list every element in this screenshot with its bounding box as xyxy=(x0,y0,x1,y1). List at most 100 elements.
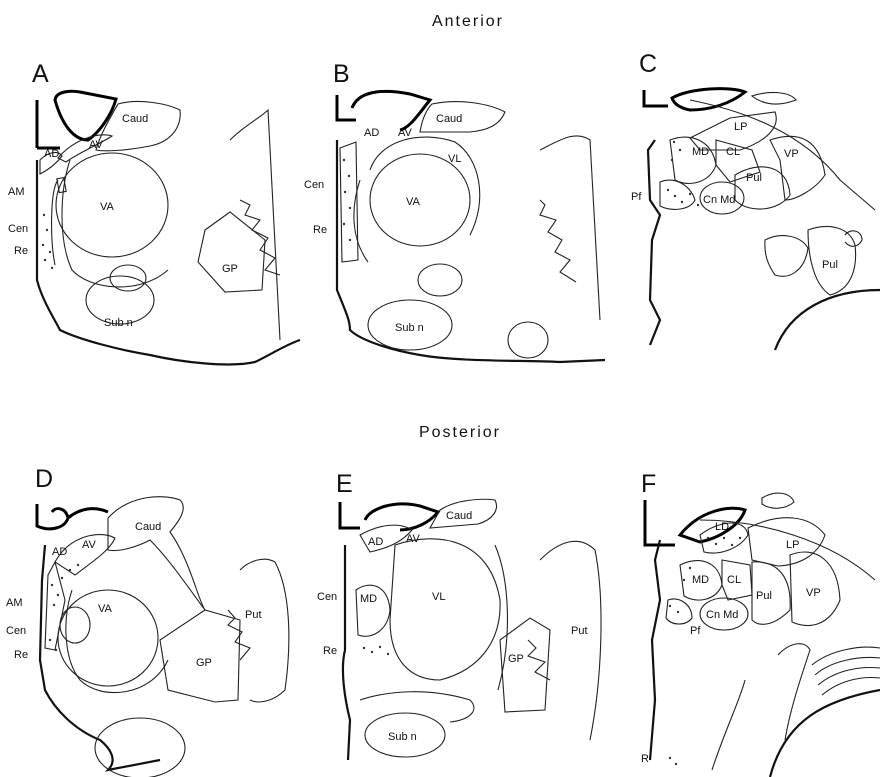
lateral-curve-b xyxy=(540,136,600,320)
region-vl-e xyxy=(390,539,500,680)
heading-posterior: Posterior xyxy=(419,424,501,441)
jagged-edge-b xyxy=(540,200,576,282)
label-put-e: Put xyxy=(571,625,588,637)
outer-boundary-d xyxy=(40,545,160,770)
label-cl-f: CL xyxy=(727,574,741,586)
region-va-b xyxy=(370,154,470,246)
label-cen-b: Cen xyxy=(304,179,324,191)
label-ad-d: AD xyxy=(52,546,67,558)
label-va-a: VA xyxy=(100,201,115,213)
dots-f xyxy=(669,537,741,765)
panel-f: F LD LP MD CL Pul VP Cn Md Pf R xyxy=(641,470,880,777)
heading-anterior: Anterior xyxy=(432,13,504,30)
panel-d: D Caud AD AV AM VA Put Cen Re GP xyxy=(6,465,289,777)
region-caud-b xyxy=(420,102,505,132)
label-lp-f: LP xyxy=(786,539,799,551)
panel-letter-a: A xyxy=(32,60,49,88)
region-md-c xyxy=(670,137,716,183)
hippocampus-curves-f xyxy=(812,647,880,695)
label-pul-f: Pul xyxy=(756,590,772,602)
dots-b xyxy=(343,159,351,241)
label-md-f: MD xyxy=(692,574,709,586)
region-small-b xyxy=(418,264,462,296)
outer-boundary-c xyxy=(648,140,660,345)
label-gp-e: GP xyxy=(508,653,524,665)
label-av-e: AV xyxy=(406,533,421,545)
label-vl-b: VL xyxy=(448,153,461,165)
outer-boundary-b xyxy=(337,140,605,362)
label-re-b: Re xyxy=(313,224,327,236)
label-r-f: R xyxy=(641,753,649,765)
lower-curve-f xyxy=(712,680,745,770)
small-structure-c xyxy=(752,93,796,105)
label-ad-e: AD xyxy=(368,536,383,548)
label-pul2-c: Pul xyxy=(822,259,838,271)
outer-boundary-a xyxy=(37,160,300,364)
region-caud-a xyxy=(96,102,180,151)
panel-e: E Caud AD AV Cen MD VL Put Re GP Sub n xyxy=(317,470,601,760)
panel-letter-b: B xyxy=(333,60,350,88)
label-va-b: VA xyxy=(406,196,421,208)
label-subn-b: Sub n xyxy=(395,322,424,334)
label-caud-d: Caud xyxy=(135,521,161,533)
region-round-c xyxy=(765,236,808,277)
label-av-d: AV xyxy=(82,539,97,551)
label-vl-e: VL xyxy=(432,591,445,603)
label-cnmd-f: Cn Md xyxy=(706,609,738,621)
outer-boundary-e xyxy=(343,545,350,760)
ventricle-outline-d xyxy=(37,504,68,529)
label-av-b: AV xyxy=(398,127,413,139)
region-vl-b xyxy=(370,137,480,235)
caudate-ventricle-c xyxy=(672,89,745,110)
label-cl-c: CL xyxy=(726,146,740,158)
dots-e xyxy=(363,646,389,655)
label-ad-b: AD xyxy=(364,127,379,139)
caudate-ventricle-f xyxy=(680,508,745,542)
region-av-a xyxy=(58,135,112,162)
label-cen-d: Cen xyxy=(6,625,26,637)
stippled-strip-d xyxy=(45,562,65,650)
panel-letter-c: C xyxy=(639,50,657,78)
label-subn-a: Sub n xyxy=(104,317,133,329)
label-am-d: AM xyxy=(6,597,23,609)
label-re-a: Re xyxy=(14,245,28,257)
region-rim-e xyxy=(495,545,507,690)
inner-curve-b xyxy=(354,180,368,262)
label-caud-e: Caud xyxy=(446,510,472,522)
caudate-ventricle-a xyxy=(55,91,116,140)
region-small-d xyxy=(60,607,90,643)
label-ld-f: LD xyxy=(715,521,729,533)
label-caud-b: Caud xyxy=(436,113,462,125)
label-vp-c: VP xyxy=(784,148,799,160)
ventricle-outline-e xyxy=(340,502,360,528)
lateral-curve-a xyxy=(230,110,280,340)
region-round-b xyxy=(508,322,548,358)
jagged-edge-a xyxy=(240,200,280,275)
outer-ring-va-a xyxy=(62,160,168,287)
label-md-c: MD xyxy=(692,146,709,158)
label-md-e: MD xyxy=(360,593,377,605)
panel-a: A Caud AD AV AM VA Cen Re GP Sub n xyxy=(8,60,300,364)
label-gp-d: GP xyxy=(196,657,212,669)
region-gp-a xyxy=(198,212,265,292)
outer-boundary-f xyxy=(650,540,660,760)
lower-curve-e xyxy=(360,692,474,722)
panel-letter-f: F xyxy=(641,470,656,498)
label-am-a: AM xyxy=(8,186,25,198)
lower-boundary-c xyxy=(775,290,880,350)
label-re-e: Re xyxy=(323,645,337,657)
label-va-d: VA xyxy=(98,603,113,615)
label-subn-e: Sub n xyxy=(388,731,417,743)
ventricle-outline-f xyxy=(645,500,675,545)
label-gp-a: GP xyxy=(222,263,238,275)
panel-b: B Caud AD AV VL Cen VA Re Sub n xyxy=(304,60,605,362)
panel-letter-d: D xyxy=(35,465,53,493)
label-pul-c: Pul xyxy=(746,172,762,184)
label-caud-a: Caud xyxy=(122,113,148,125)
region-vp-c xyxy=(770,136,825,200)
label-pf-c: Pf xyxy=(631,191,642,203)
lower-curve2-f xyxy=(778,644,810,740)
region-put-d xyxy=(240,559,289,702)
label-pf-f: Pf xyxy=(690,625,701,637)
